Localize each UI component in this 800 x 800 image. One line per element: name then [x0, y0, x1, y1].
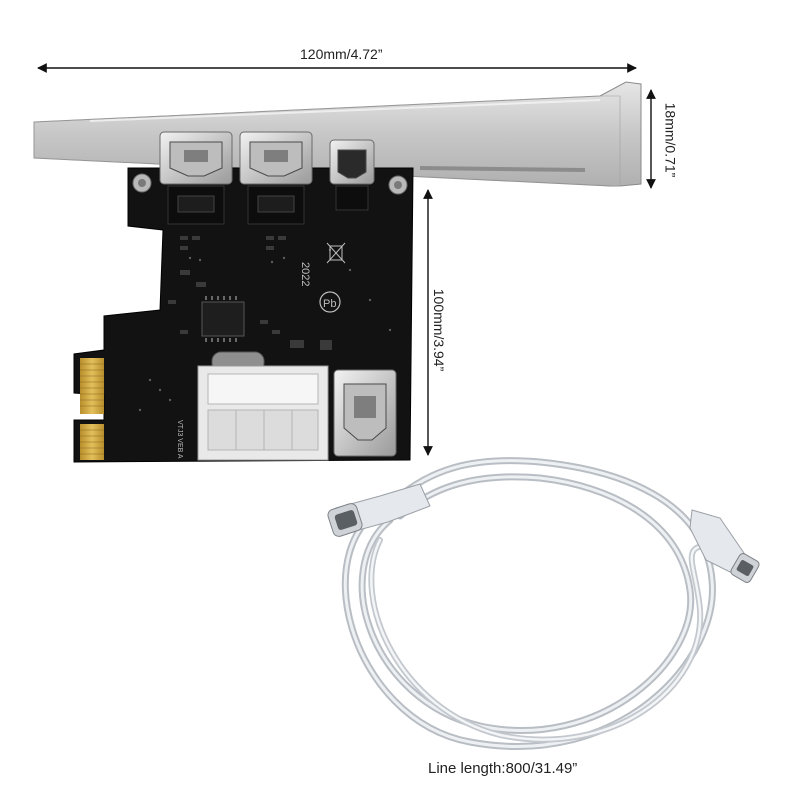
width-dimension-label: 120mm/4.72” — [300, 46, 383, 62]
firewire-port-1 — [159, 131, 233, 225]
firewire-4pin-port — [329, 139, 375, 211]
firewire-cable — [341, 457, 733, 750]
height-dimension-label: 100mm/3.94” — [431, 288, 448, 372]
silk-year: 2022 — [299, 262, 311, 286]
internal-firewire-port — [333, 369, 397, 457]
cable-plug-4pin — [689, 509, 760, 583]
bracket-dimension-label: 18mm/0.71” — [662, 102, 679, 178]
weee-bin-mark — [326, 242, 346, 264]
cable-plug-6pin — [327, 483, 431, 537]
controller-chip — [201, 301, 245, 337]
molex-power-connector — [197, 365, 329, 461]
firewire-port-2 — [239, 131, 313, 225]
pcie-edge-connector — [80, 358, 104, 460]
pb-free-mark — [319, 291, 341, 313]
silk-pb: Pb — [323, 298, 336, 310]
silk-power: VTJ3 VEB A — [176, 420, 183, 459]
cable-length-caption: Line length:800/31.49” — [428, 760, 578, 777]
